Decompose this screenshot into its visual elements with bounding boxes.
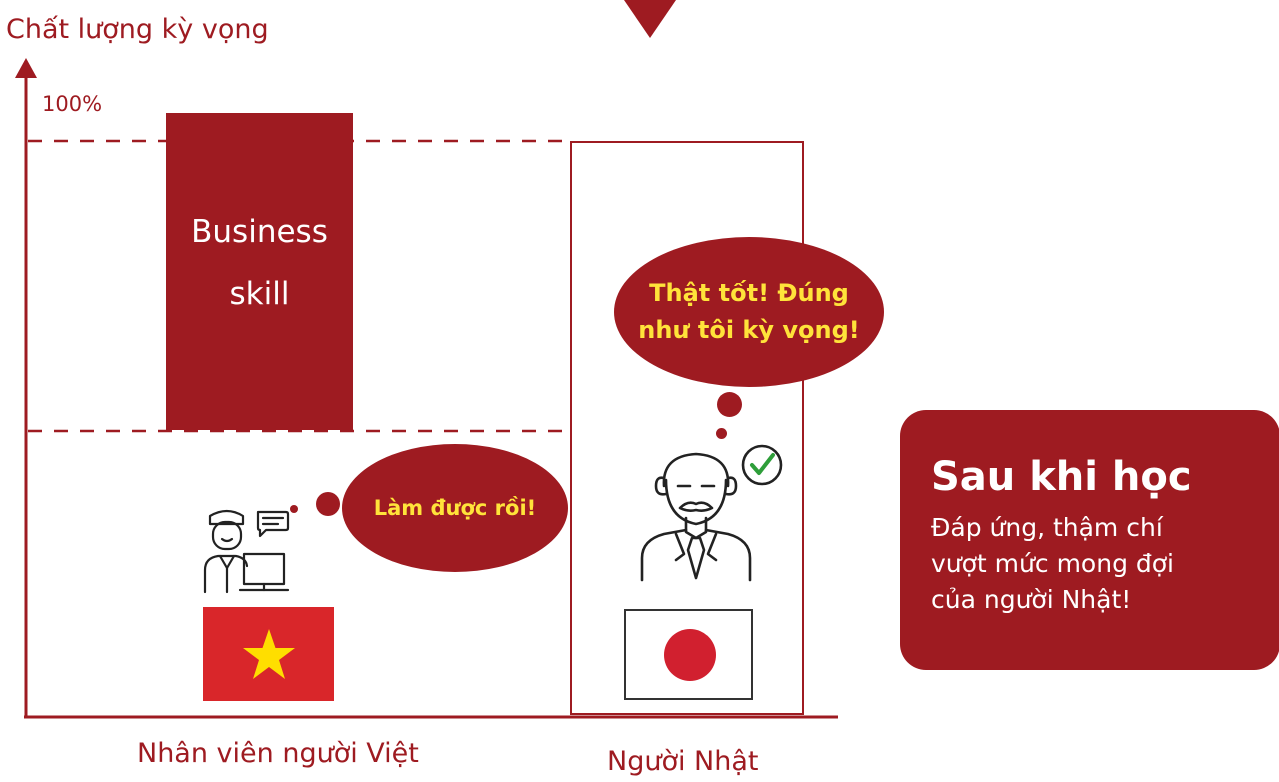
vietnamese-speech-bubble: Làm được rồi! (342, 444, 568, 572)
thought-dot-small (716, 428, 727, 439)
japanese-bubble-line2: như tôi kỳ vọng! (638, 316, 860, 344)
category-label-japanese: Người Nhật (607, 746, 759, 777)
summary-panel: Sau khi học Đáp ứng, thậm chí vượt mức m… (900, 410, 1279, 670)
japanese-column-box (570, 141, 804, 715)
japan-flag (624, 609, 753, 700)
vn-thought-dot-large (316, 492, 340, 516)
panel-line3: của người Nhật! (931, 585, 1132, 614)
panel-line2: vượt mức mong đợi (931, 549, 1174, 578)
category-label-vietnamese: Nhân viên người Việt (137, 738, 419, 769)
pointer-triangle (624, 0, 676, 38)
japanese-bubble-line1: Thật tốt! Đúng (649, 279, 849, 307)
japan-sun-icon (664, 629, 716, 681)
thought-dot-large (717, 392, 742, 417)
panel-heading: Sau khi học (931, 454, 1192, 500)
japanese-speech-bubble: Thật tốt! Đúng như tôi kỳ vọng! (614, 237, 884, 387)
panel-line1: Đáp ứng, thậm chí (931, 513, 1163, 542)
business-skill-bar: Business skill (166, 113, 353, 430)
vn-thought-dot-small (290, 505, 298, 513)
y-axis-max-label: 100% (42, 92, 103, 116)
y-axis-title: Chất lượng kỳ vọng (6, 14, 269, 45)
checkmark-icon (741, 444, 783, 486)
y-axis-arrowhead (15, 58, 37, 78)
japanese-businessman-icon (640, 452, 752, 582)
vietnamese-bubble-text: Làm được rồi! (373, 496, 537, 520)
vietnam-star-icon (243, 629, 295, 679)
bar-label-line2: skill (229, 276, 290, 312)
vietnam-flag (203, 607, 334, 701)
bar-label-line1: Business (191, 214, 328, 250)
panel-body: Đáp ứng, thậm chí vượt mức mong đợi của … (931, 510, 1261, 618)
office-worker-icon (203, 509, 290, 594)
